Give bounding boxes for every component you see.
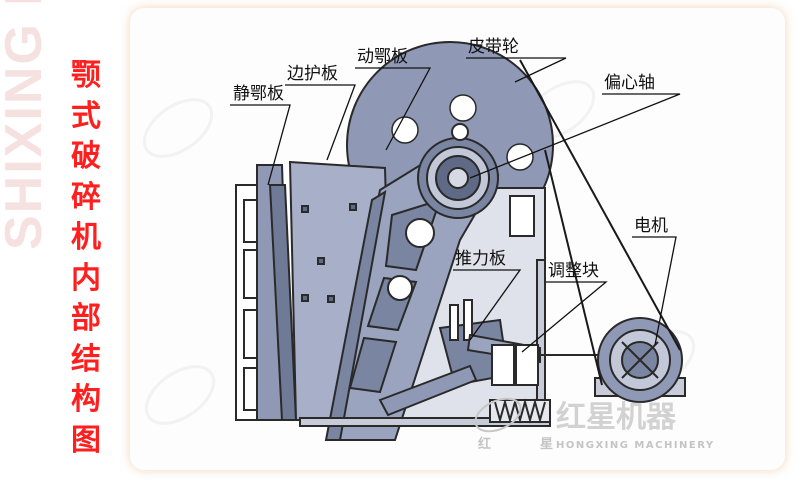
label-side-guard-plate: 边护板: [287, 64, 338, 84]
brand-en: HONGXING MACHINERY: [556, 440, 715, 451]
label-fixed-jaw-plate: 静鄂板: [233, 84, 284, 104]
label-motor: 电机: [634, 216, 668, 236]
label-adjusting-block: 调整块: [548, 261, 599, 281]
eccentric-shaft: [417, 123, 499, 219]
label-movable-jaw-plate: 动鄂板: [357, 47, 408, 67]
label-toggle-plate: 推力板: [455, 249, 506, 269]
movable-jaw: [324, 146, 500, 441]
drive-belts: [519, 59, 681, 386]
left-panel: SHIXING MACHINERY: [0, 0, 120, 480]
brand-small-cn-2: 星: [540, 437, 553, 452]
label-eccentric-shaft: 偏心轴: [604, 73, 655, 93]
brand-watermark: 红星机器 红 星 HONGXING MACHINERY: [474, 397, 715, 452]
brand-small-cn-1: 红: [478, 436, 491, 452]
toggle-assembly: [378, 299, 600, 417]
label-belt-pulley: 皮带轮: [468, 37, 519, 57]
brand-cn: 红星机器: [556, 400, 677, 435]
page-title: 颚式破碎机内部结构图: [71, 58, 101, 458]
leader-lines: [230, 57, 681, 353]
fixed-jaw: [235, 164, 298, 421]
